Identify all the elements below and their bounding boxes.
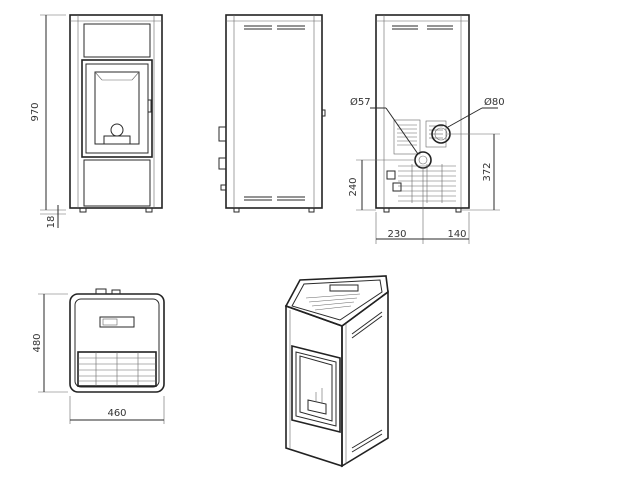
flue-offset-dimension: 140 [447, 229, 466, 240]
flue-height-dimension: 372 [482, 162, 493, 181]
foot-dimension: 18 [46, 216, 57, 229]
depth-dimension: 480 [32, 333, 43, 352]
perspective-view [284, 275, 389, 468]
intake-height-dimension: 240 [348, 177, 359, 196]
rear-view: Ø57 Ø80 372 240 230 140 [348, 14, 505, 244]
intake-offset-dimension: 230 [387, 229, 406, 240]
front-view: 970 18 [30, 14, 163, 229]
width-dimension: 460 [107, 408, 126, 419]
flue-large-label: Ø80 [484, 96, 505, 108]
side-view [218, 14, 326, 213]
top-view: 480 460 [32, 288, 165, 424]
height-dimension: 970 [30, 102, 41, 121]
flue-small-label: Ø57 [350, 96, 371, 108]
